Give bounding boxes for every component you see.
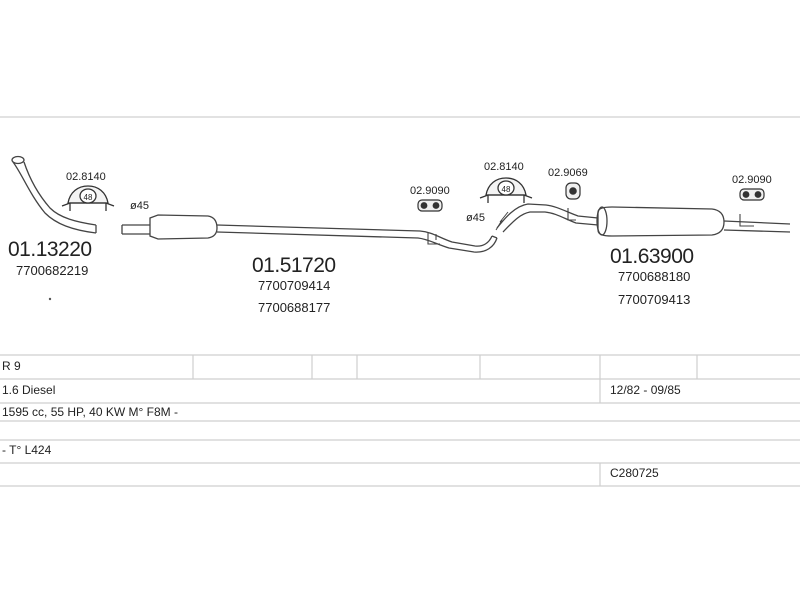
hanger-c-icon <box>739 188 765 201</box>
clamp-left-label: 02.8140 <box>66 171 106 183</box>
hanger-c-label: 02.9090 <box>732 174 772 186</box>
vehicle-code: C280725 <box>610 466 659 480</box>
diameter-label-2: ø45 <box>466 212 485 224</box>
part-ref-middle-1: 7700709414 <box>258 278 331 293</box>
vehicle-table-grid <box>0 354 800 487</box>
clamp-left-inner-label: 48 <box>84 193 93 202</box>
vehicle-model: R 9 <box>2 359 21 373</box>
part-ref-rear-2: 7700709413 <box>618 292 691 307</box>
middle-silencer-part <box>121 214 498 253</box>
clamp-mid-inner-label: 48 <box>502 185 511 194</box>
part-ref-rear-1: 7700688180 <box>618 269 691 284</box>
hanger-b-label: 02.9069 <box>548 167 588 179</box>
hanger-a-label: 02.9090 <box>410 185 450 197</box>
front-pipe-part <box>11 155 97 234</box>
part-number-front: 01.13220 <box>8 238 92 261</box>
part-number-middle: 01.51720 <box>252 254 336 277</box>
clamp-mid-icon: 48 <box>479 177 533 203</box>
clamp-mid-label: 02.8140 <box>484 161 524 173</box>
rear-silencer-part <box>495 203 791 237</box>
vehicle-spec: 1595 cc, 55 HP, 40 KW M° F8M - <box>2 405 178 419</box>
part-number-rear: 01.63900 <box>610 245 694 268</box>
part-ref-front: 7700682219 <box>16 263 89 278</box>
clamp-left-icon: 48 <box>61 185 115 211</box>
vehicle-type: - T° L424 <box>2 443 52 457</box>
vehicle-date-range: 12/82 - 09/85 <box>610 383 681 397</box>
diameter-label-1: ø45 <box>130 200 149 212</box>
hanger-a-icon <box>417 199 443 212</box>
hanger-b-icon <box>565 182 581 200</box>
vehicle-engine: 1.6 Diesel <box>2 383 56 397</box>
marker-dot <box>48 297 52 301</box>
part-ref-middle-2: 7700688177 <box>258 300 331 315</box>
